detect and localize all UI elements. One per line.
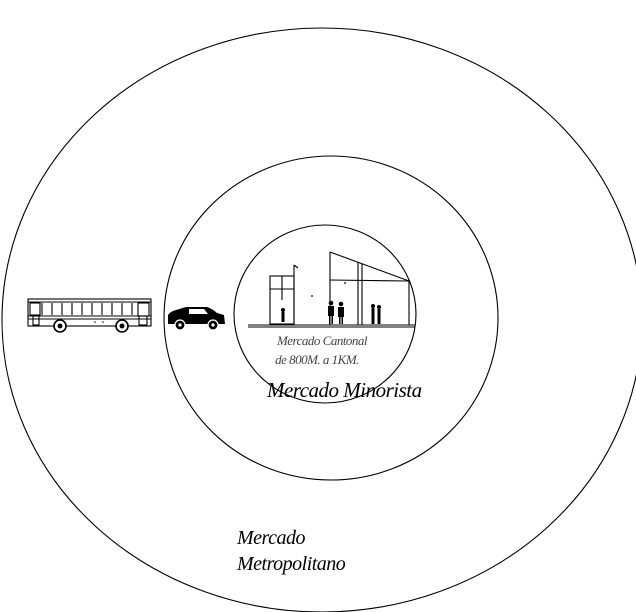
inner-label-line1: Mercado Cantonal	[276, 333, 368, 348]
middle-ring-minorista	[163, 155, 499, 481]
market-building-icon	[248, 251, 415, 328]
inner-ring-cantonal	[233, 224, 417, 404]
outer-ring-label-line1: Mercado	[236, 527, 305, 549]
inner-label-line2: de 800M. a 1KM.	[275, 352, 359, 367]
middle-ring-label: Mercado Minorista	[266, 378, 422, 402]
outer-ring-metropolitano	[1, 27, 636, 612]
bus-icon	[27, 298, 152, 333]
outer-ring-label-line2: Metropolitano	[236, 553, 346, 575]
car-icon	[168, 307, 225, 331]
